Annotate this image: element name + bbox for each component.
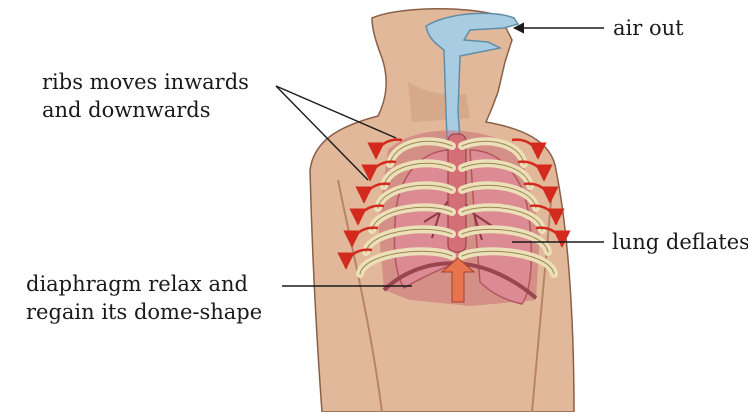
ribs-leader-upper (276, 86, 396, 138)
ribs-label-line2: and downwards (42, 98, 211, 122)
air-out-label: air out (613, 16, 684, 40)
diaphragm-label-line1: diaphragm relax and (26, 272, 248, 296)
diaphragm-label-line2: regain its dome-shape (26, 300, 262, 324)
ribs-label-line1: ribs moves inwards (42, 70, 249, 94)
lung-label: lung deflates (612, 230, 748, 254)
